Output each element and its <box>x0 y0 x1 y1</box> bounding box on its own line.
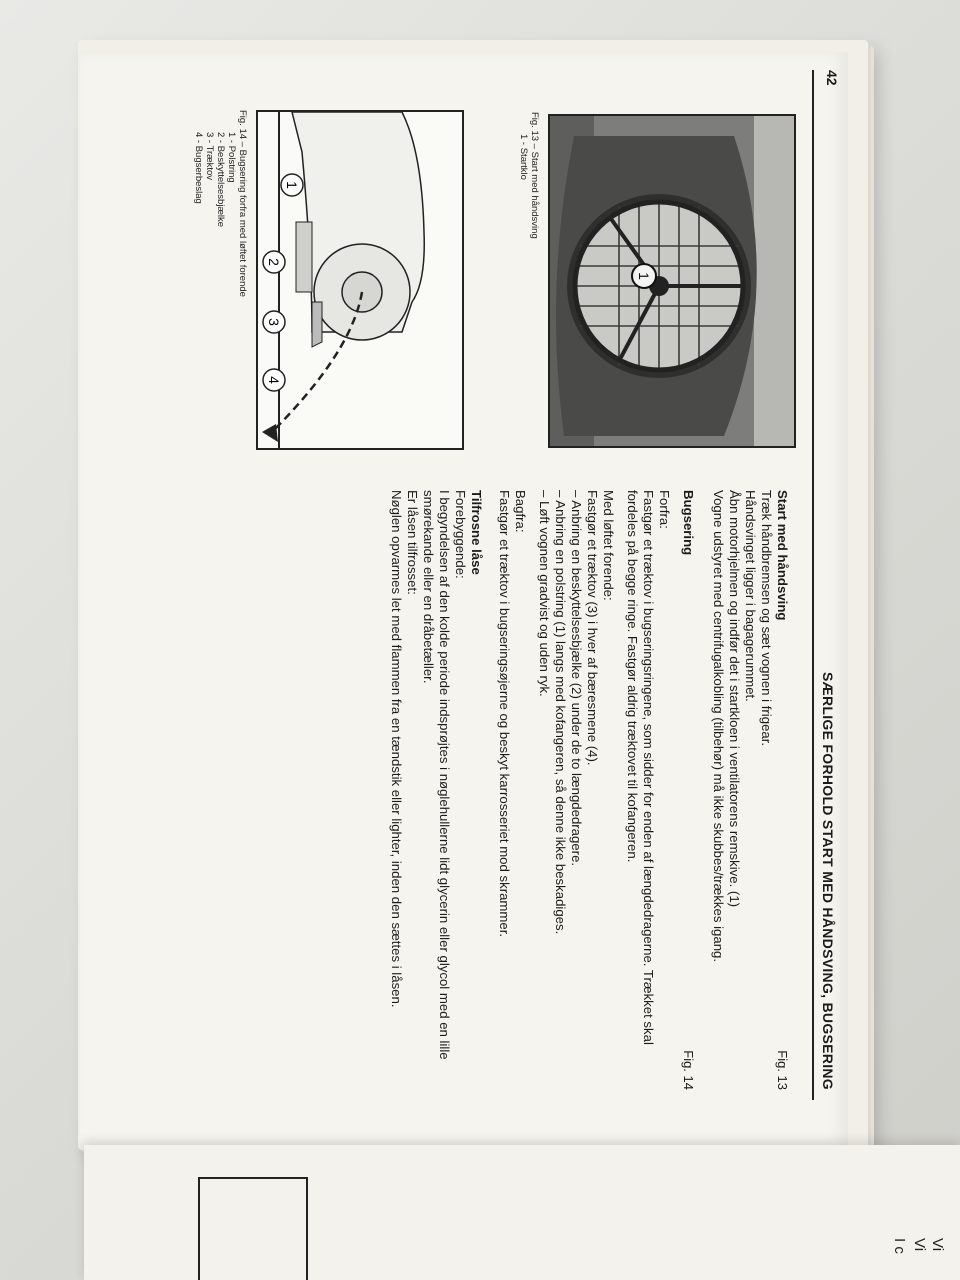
fig13-caption: Fig. 13 – Start med håndsving 1 - Startk… <box>518 112 540 452</box>
facing-page-text-2: Vi <box>911 1238 928 1252</box>
text-line: Træk håndbremsen og sæt vognen i frigear… <box>759 490 774 747</box>
fig14-callout-3: 3 <box>266 318 282 326</box>
forfra-text: Fastgør et træktov i bugseringsringene, … <box>625 490 656 1045</box>
loeftet-label: Med løftet forende: <box>601 490 616 601</box>
facing-page-text-1: Vi <box>929 1238 946 1252</box>
body-text: Start med håndsving Fig. 13 Træk håndbre… <box>380 490 790 1090</box>
fig13-callout-1: 1 <box>636 272 652 280</box>
fig14-callout-2: 2 <box>266 258 282 266</box>
text-line: Håndsvinget ligger i bagagerummet. <box>743 490 758 702</box>
text-line: Fastgør et træktov (3) i hver af bæresme… <box>585 490 600 766</box>
facing-page-text-3: I c <box>891 1238 908 1254</box>
fig14-caption-title: Fig. 14 – Bugsering forfra med løftet fo… <box>237 110 248 297</box>
fig14-caption-item: 1 - Polstring <box>226 132 237 183</box>
fig14-callout-4: 4 <box>266 376 282 384</box>
fig14-diagram: 1 2 3 4 <box>256 110 464 450</box>
text-line: Åbn motorhjelmen og indfør det i startkl… <box>727 490 742 908</box>
header-rule <box>812 70 814 1100</box>
fig14-callout-1: 1 <box>284 181 300 189</box>
fig14-reference: Fig. 14 <box>681 1050 696 1090</box>
frosset-label: Er låsen tilfrosset: <box>405 490 420 595</box>
fig14-caption: Fig. 14 – Bugsering forfra med løftet fo… <box>193 110 248 450</box>
fig13-reference: Fig. 13 <box>775 1050 790 1090</box>
section-tilfrosne-title: Tilfrosne låse <box>469 490 484 575</box>
section-start-title: Start med håndsving <box>775 490 790 621</box>
loeftet-block: Med løftet forende: Fastgør et træktov (… <box>536 490 616 1090</box>
forebyggende-text: I begyndelsen af den kolde periode indsp… <box>421 490 452 1060</box>
frosset-text: Nøglen opvarmes let med flammen fra en t… <box>389 490 404 1008</box>
fig14-caption-item: 4 - Bugserbeslag <box>193 132 204 204</box>
page-heading: SÆRLIGE FORHOLD START MED HÅNDSVING, BUG… <box>820 672 836 1090</box>
facing-page <box>84 1145 960 1280</box>
fig14-caption-item: 2 - Beskyttelsesbjælke <box>215 132 226 228</box>
page-content: 42 SÆRLIGE FORHOLD START MED HÅNDSVING, … <box>100 70 840 1100</box>
bagfra-text: Fastgør et træktov i bugseringsøjerne og… <box>497 490 512 938</box>
fig13-photo: 1 <box>548 114 796 448</box>
section-tilfrosne: Tilfrosne låse Forebyggende: I begyndels… <box>388 490 484 1090</box>
fig14-illustration: 1 2 3 4 <box>262 111 425 450</box>
fig14-caption-item: 3 - Træktov <box>204 132 215 181</box>
bagfra-block: Bagfra: Fastgør et træktov i bugseringsø… <box>496 490 528 1090</box>
fig13-illustration: 1 <box>548 116 794 448</box>
text-line: Vogne udstyret med centrifugalkobling (t… <box>711 490 726 963</box>
fig13-caption-item: 1 - Startklo <box>518 134 529 180</box>
bullet-line: – Anbring en polstring (1) langs med kof… <box>553 490 568 935</box>
forebyggende-label: Forebyggende: <box>453 490 468 579</box>
page-number: 42 <box>824 70 840 86</box>
forfra-block: Forfra: Fastgør et træktov i bugseringsr… <box>624 490 672 1090</box>
bagfra-label: Bagfra: <box>513 490 528 533</box>
bullet-line: – Løft vognen gradvist og uden ryk. <box>537 490 552 697</box>
forfra-label: Forfra: <box>657 490 672 529</box>
section-bugsering-title: Bugsering <box>681 490 696 556</box>
bullet-line: – Anbring en beskyttelsesbjælke (2) unde… <box>569 490 584 867</box>
facing-page-box <box>198 1177 308 1280</box>
section-bugsering: Bugsering Fig. 14 <box>680 490 696 1090</box>
section-start: Start med håndsving Fig. 13 Træk håndbre… <box>710 490 790 1090</box>
fig13-caption-title: Fig. 13 – Start med håndsving <box>529 112 540 239</box>
